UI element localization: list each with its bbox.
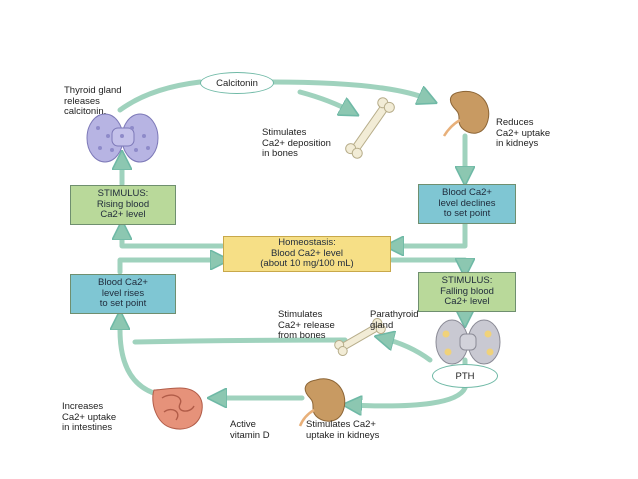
arrow-pth-to-bone — [382, 338, 433, 363]
blood-declines-text: Blood Ca2+ level declines to set point — [438, 187, 496, 220]
arrow-thyroid-to-calcitonin — [117, 79, 203, 113]
stimulus-falling-box: STIMULUS: Falling blood Ca2+ level — [418, 272, 516, 312]
stimulus-rising-box: STIMULUS: Rising blood Ca2+ level — [70, 185, 176, 225]
stimulates-deposition-label: Stimulates Ca2+ deposition in bones — [262, 127, 331, 159]
calcitonin-oval: Calcitonin — [200, 72, 274, 94]
stimulus-rising-text: STIMULUS: Rising blood Ca2+ level — [96, 188, 150, 221]
kidney-icon — [442, 90, 490, 137]
arrow-calcitonin-to-bone — [297, 89, 352, 112]
parathyroid-label: Parathyroid gland — [370, 309, 419, 331]
arrow-intestine-to-blood-rises — [120, 318, 163, 398]
pth-label: PTH — [455, 370, 475, 382]
blood-rises-text: Blood Ca2+ level rises to set point — [98, 277, 148, 310]
arrow-bone-release-to-blood-rises — [132, 337, 348, 345]
arrow-blood-rises-to-homeostasis — [117, 260, 222, 275]
arrow-pth-to-kidney — [350, 385, 468, 406]
calcitonin-label: Calcitonin — [216, 77, 258, 89]
thyroid-icon — [86, 113, 159, 163]
stimulates-kidney-uptake-label: Stimulates Ca2+ uptake in kidneys — [306, 419, 380, 441]
stimulus-falling-text: STIMULUS: Falling blood Ca2+ level — [440, 275, 494, 308]
arrow-homeostasis-to-stimulus-rising — [122, 228, 225, 249]
parathyroid-icon — [435, 319, 501, 365]
reduces-uptake-label: Reduces Ca2+ uptake in kidneys — [496, 117, 551, 149]
active-vitd-label: Active vitamin D — [230, 419, 270, 441]
homeostasis-box: Homeostasis: Blood Ca2+ level (about 10 … — [223, 236, 391, 272]
stimulates-release-label: Stimulates Ca2+ release from bones — [278, 309, 335, 341]
intestine-icon — [152, 387, 203, 430]
blood-rises-box: Blood Ca2+ level rises to set point — [70, 274, 176, 314]
homeostasis-text: Homeostasis: Blood Ca2+ level (about 10 … — [260, 237, 354, 270]
thyroid-releases-label: Thyroid gland releases calcitonin. — [64, 85, 122, 117]
kidney-icon — [298, 378, 346, 427]
arrow-homeostasis-to-stimulus-falling — [389, 257, 465, 270]
pth-oval: PTH — [432, 364, 498, 388]
bone-icon — [345, 97, 395, 159]
arrow-declines-to-homeostasis — [392, 221, 468, 246]
arrows — [117, 79, 468, 406]
blood-declines-box: Blood Ca2+ level declines to set point — [418, 184, 516, 224]
increases-uptake-label: Increases Ca2+ uptake in intestines — [62, 401, 117, 433]
arrow-calcitonin-to-kidney — [269, 79, 430, 100]
bone-icon — [334, 317, 386, 357]
